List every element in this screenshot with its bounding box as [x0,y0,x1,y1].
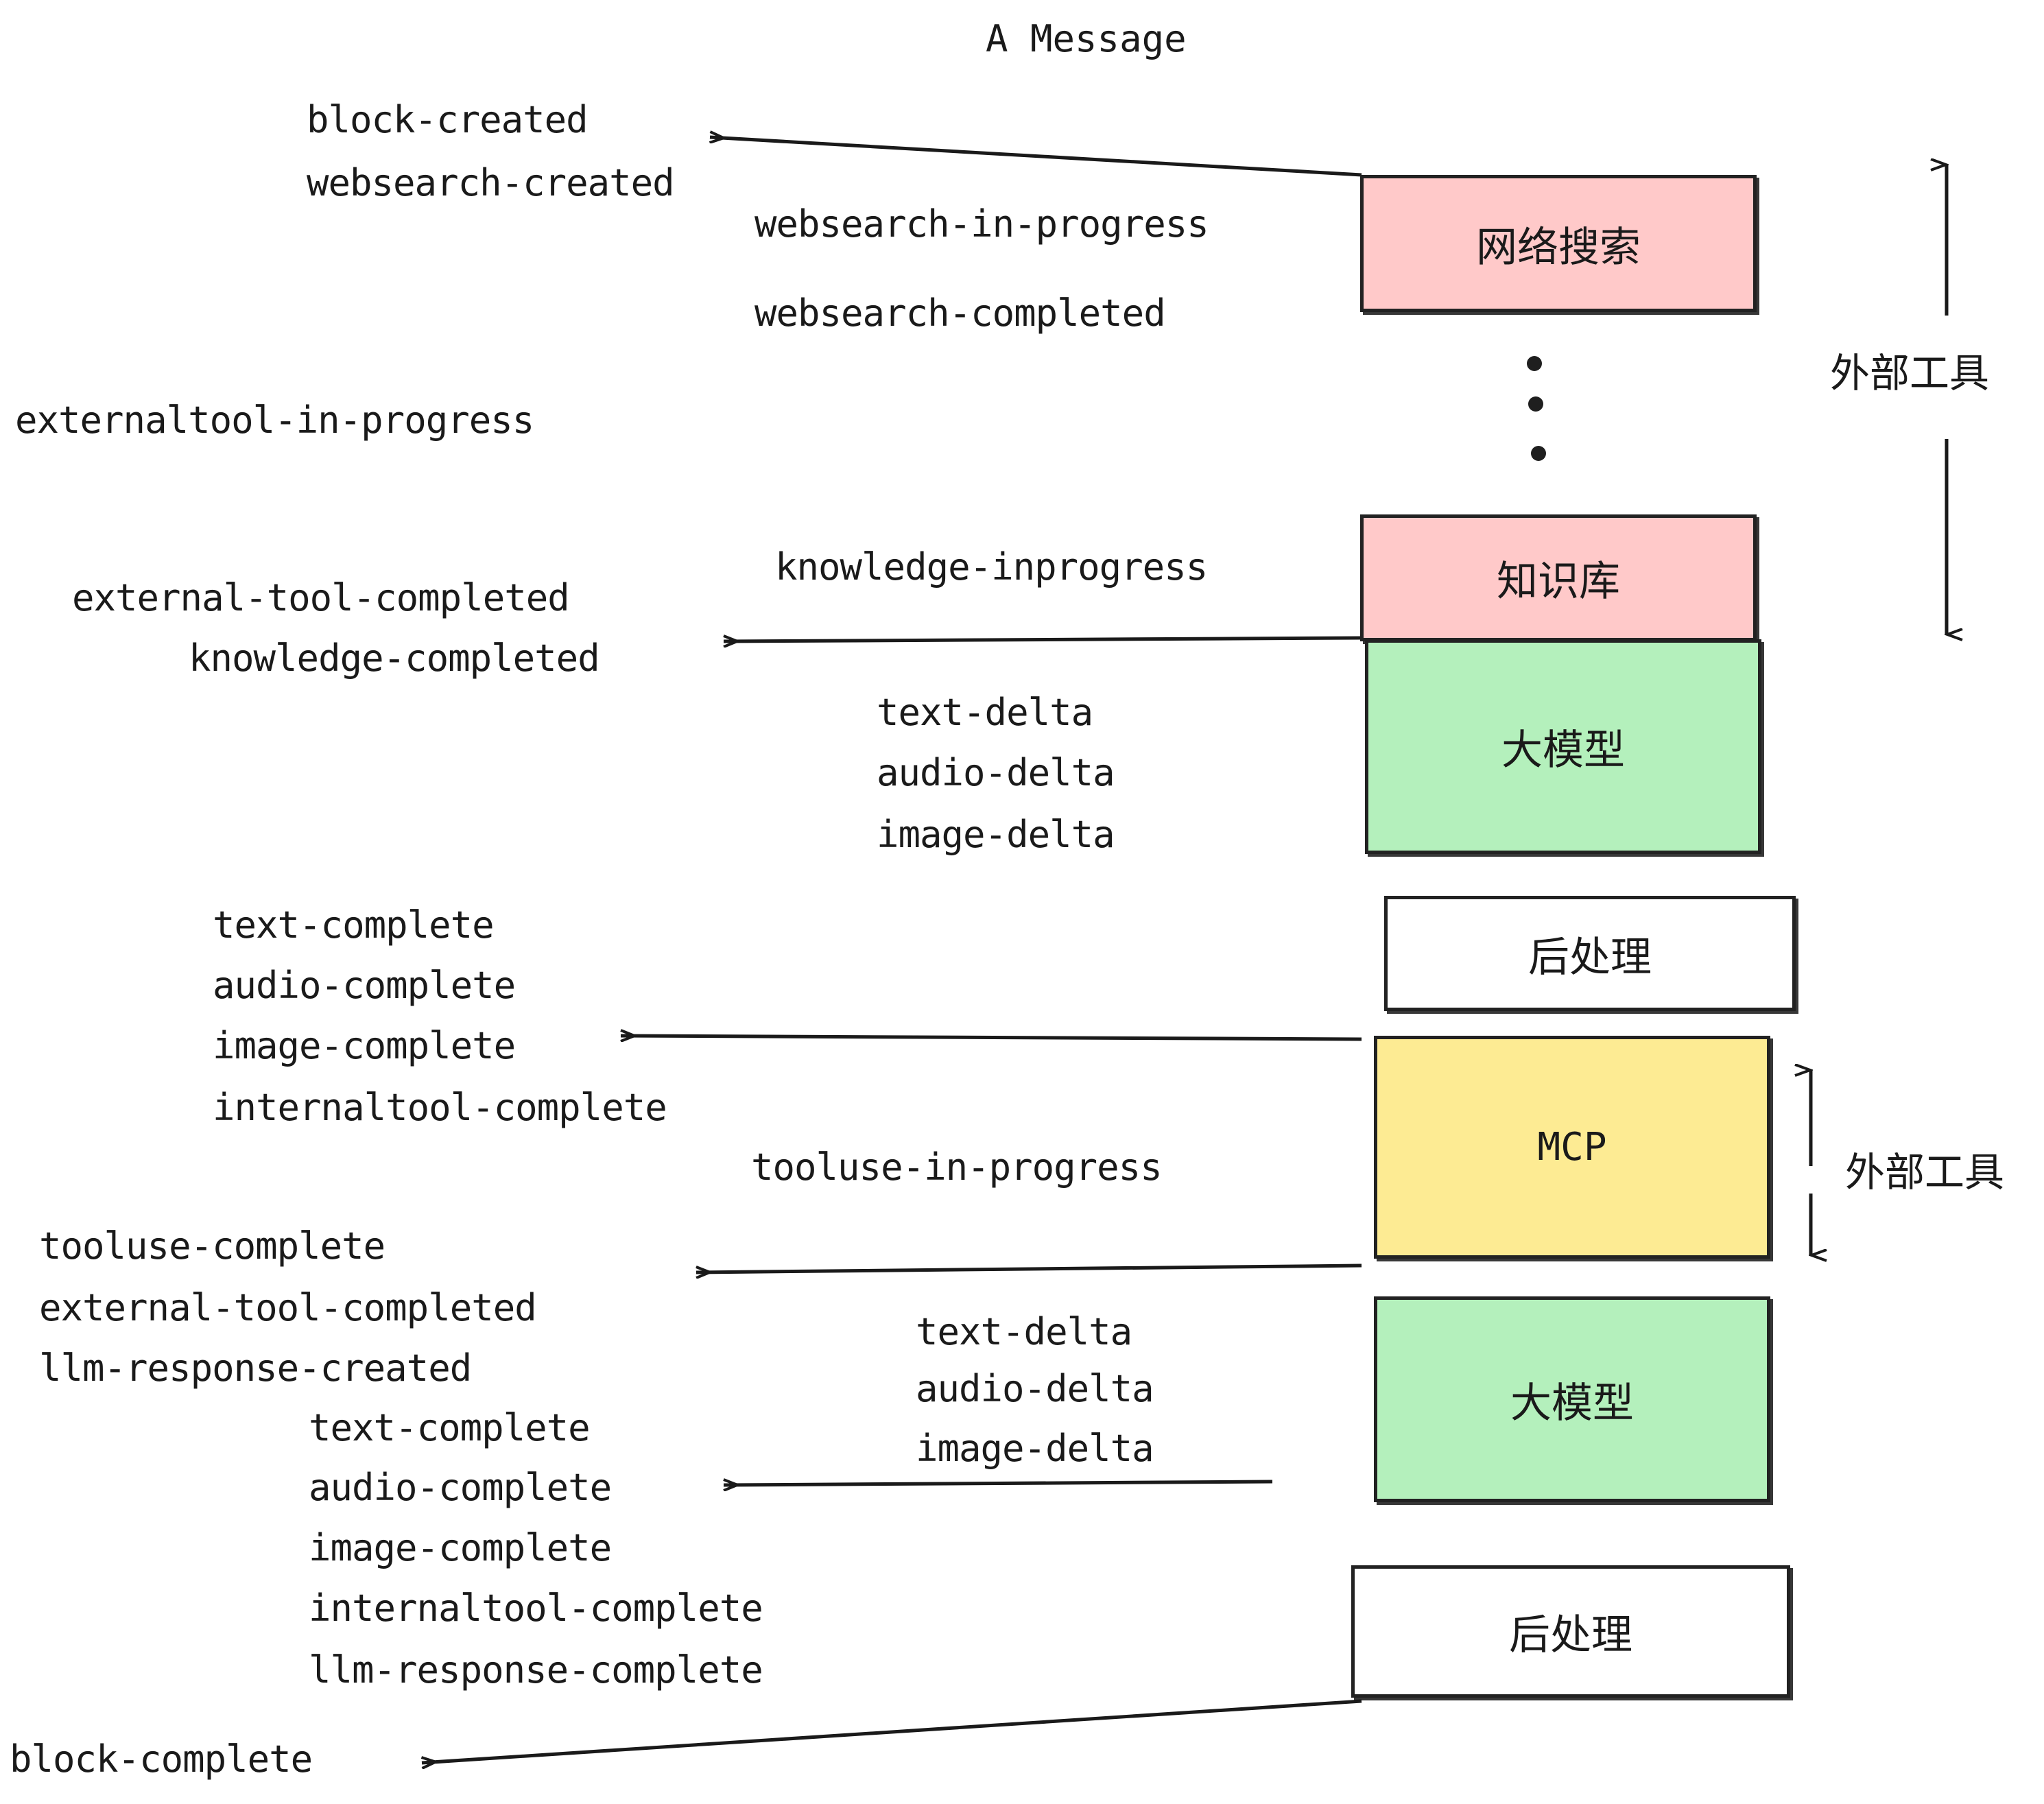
event-image-complete-1: image-complete [213,1024,516,1067]
event-internaltool-complete-1: internaltool-complete [213,1086,667,1129]
node-mcp-label: MCP [1537,1125,1607,1170]
event-websearch-created: websearch-created [307,161,675,204]
event-text-complete-1: text-complete [213,903,495,947]
arrow-websearch-to-created [710,137,1362,177]
node-llm-upper[interactable]: 大模型 [1365,639,1761,854]
arrow-mcp-to-tooluse-complete [696,1263,1362,1272]
arrow-postprocess2-to-block-complete [422,1699,1362,1763]
event-external-tool-completed-2: external-tool-completed [39,1286,537,1329]
node-websearch-label: 网络搜索 [1476,223,1641,272]
event-knowledge-completed: knowledge-completed [189,637,600,680]
event-tooluse-in-progress: tooluse-in-progress [751,1146,1163,1189]
event-audio-complete-1: audio-complete [213,964,516,1007]
event-internaltool-complete-2: internaltool-complete [309,1587,763,1630]
event-websearch-in-progress: websearch-in-progress [754,202,1209,246]
event-audio-delta-1: audio-delta [877,751,1115,794]
event-websearch-completed: websearch-completed [754,292,1166,335]
event-image-delta-2: image-delta [916,1427,1154,1470]
ellipsis-dot [1527,356,1542,371]
event-block-created: block-created [307,98,589,141]
node-knowledge-label: 知识库 [1497,558,1620,606]
event-externaltool-in-progress: externaltool-in-progress [15,399,534,442]
arrow-postprocess1-to-image-complete [621,1036,1362,1039]
event-block-complete: block-complete [10,1737,313,1781]
node-knowledge[interactable]: 知识库 [1360,514,1757,641]
diagram-title: A Message [986,17,1187,60]
node-llm-upper-label: 大模型 [1501,726,1625,774]
event-external-tool-completed-1: external-tool-completed [72,576,570,619]
event-audio-delta-2: audio-delta [916,1367,1154,1410]
node-postprocess-2[interactable]: 后处理 [1351,1565,1790,1698]
arrow-llm-to-audio-complete [724,1482,1273,1485]
event-text-delta-2: text-delta [916,1310,1132,1353]
event-llm-response-complete: llm-response-complete [309,1648,763,1692]
node-postprocess-1[interactable]: 后处理 [1384,896,1796,1011]
external-tool-label-upper: 外部工具 [1830,350,1990,396]
event-llm-response-created: llm-response-created [39,1346,472,1390]
event-image-delta-1: image-delta [877,813,1115,856]
event-knowledge-inprogress: knowledge-inprogress [775,545,1208,589]
event-text-complete-2: text-complete [309,1406,591,1449]
event-image-complete-2: image-complete [309,1526,612,1569]
external-tool-label-lower: 外部工具 [1845,1149,2005,1196]
ellipsis-dot [1528,396,1543,412]
event-tooluse-complete: tooluse-complete [39,1224,385,1268]
event-text-delta-1: text-delta [877,691,1093,734]
node-llm-lower[interactable]: 大模型 [1374,1296,1770,1502]
event-audio-complete-2: audio-complete [309,1466,612,1509]
arrow-knowledge-to-completed [724,638,1362,641]
node-websearch[interactable]: 网络搜索 [1360,175,1757,312]
node-postprocess-2-label: 后处理 [1509,1611,1632,1659]
node-mcp[interactable]: MCP [1374,1036,1770,1259]
node-postprocess-1-label: 后处理 [1528,933,1652,982]
node-llm-lower-label: 大模型 [1510,1379,1634,1427]
ellipsis-dot [1531,446,1546,461]
